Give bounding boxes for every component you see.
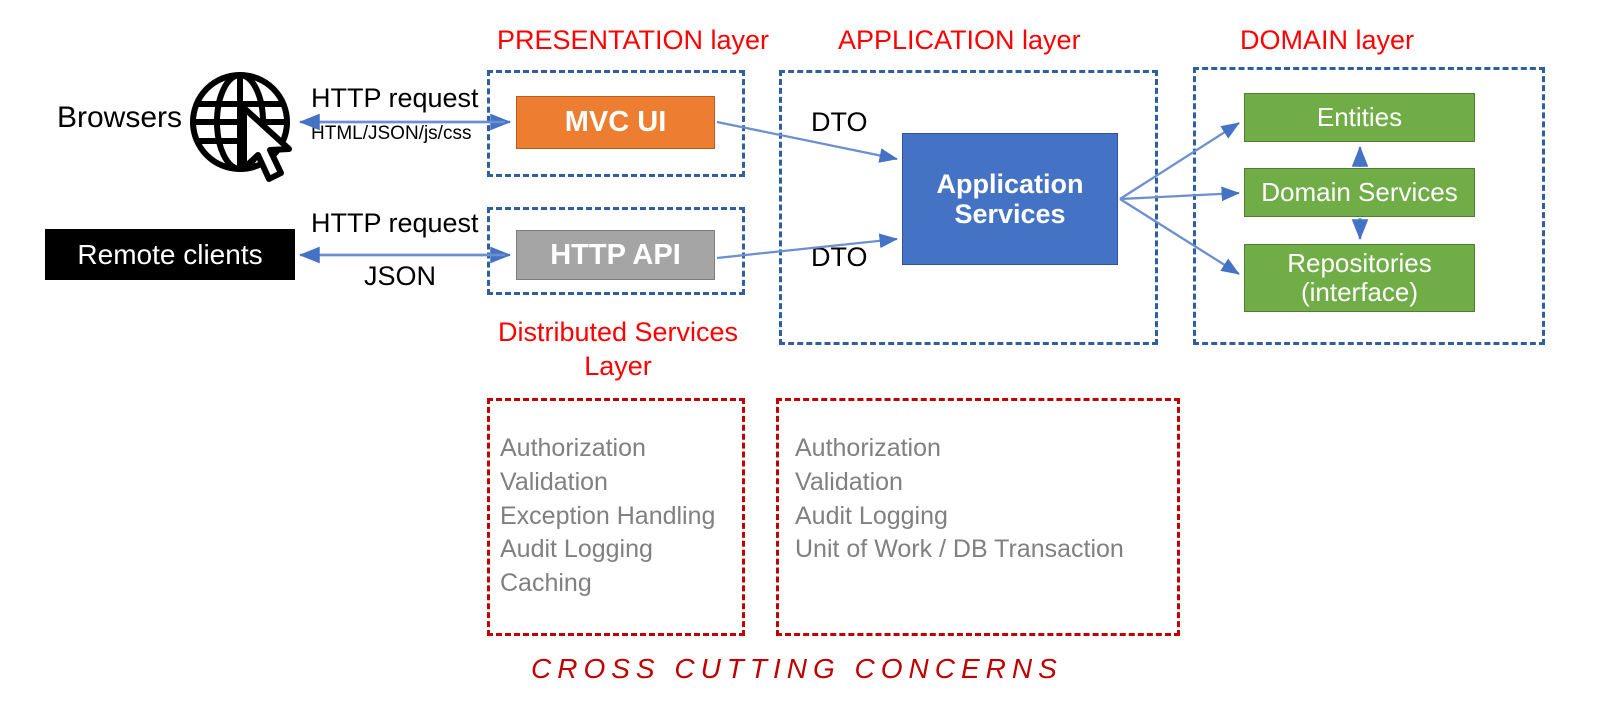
presentation-layer-title: PRESENTATION layer bbox=[497, 25, 770, 55]
presentation-cross-cutting-box bbox=[487, 398, 745, 636]
domain-services-box[interactable]: Domain Services bbox=[1244, 168, 1475, 217]
distributed-services-layer-title: Distributed Services Layer bbox=[497, 317, 739, 381]
application-layer-title: APPLICATION layer bbox=[838, 25, 1081, 55]
mvc-ui-box[interactable]: MVC UI bbox=[516, 96, 715, 149]
response-bottom-label: JSON bbox=[364, 261, 437, 291]
application-cross-cutting-box bbox=[776, 398, 1180, 636]
http-request-top-label: HTTP request bbox=[311, 83, 479, 113]
http-request-bottom-label: HTTP request bbox=[311, 208, 479, 238]
presentation-concerns-list: Authorization Validation Exception Handl… bbox=[500, 434, 716, 597]
application-concerns-list: Authorization Validation Audit Logging U… bbox=[795, 434, 1124, 564]
dto-bottom-label: DTO bbox=[811, 242, 868, 272]
entities-box[interactable]: Entities bbox=[1244, 93, 1475, 142]
repositories-box[interactable]: Repositories (interface) bbox=[1244, 244, 1475, 312]
cross-cutting-concerns-caption: CROSS CUTTING CONCERNS bbox=[531, 653, 1063, 684]
application-services-box[interactable]: Application Services bbox=[902, 133, 1118, 265]
response-top-label: HTML/JSON/js/css bbox=[311, 123, 472, 144]
cursor-arrow-icon bbox=[238, 105, 304, 185]
browsers-label: Browsers bbox=[57, 101, 183, 134]
http-api-box[interactable]: HTTP API bbox=[516, 230, 715, 280]
remote-clients-box: Remote clients bbox=[45, 229, 295, 280]
dto-top-label: DTO bbox=[811, 107, 868, 137]
domain-layer-title: DOMAIN layer bbox=[1240, 25, 1415, 55]
